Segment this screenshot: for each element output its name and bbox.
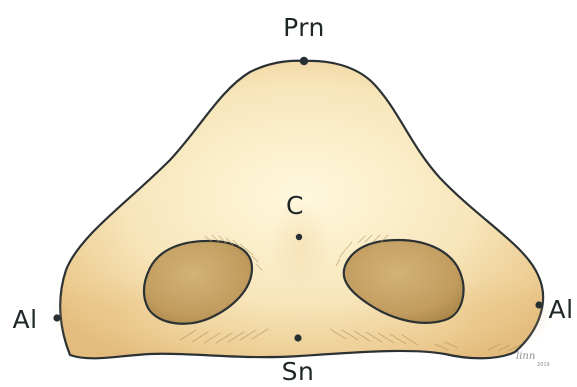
landmark-dot-al-left [53, 314, 60, 321]
landmark-dot-prn [300, 57, 308, 65]
label-al-right: Al [548, 295, 573, 324]
landmark-dot-al-right [535, 301, 542, 308]
artist-signature-year: 2019 [537, 362, 550, 368]
label-al-left: Al [12, 305, 37, 334]
label-c: C [286, 191, 304, 220]
landmark-dot-c [296, 234, 302, 240]
landmark-dot-sn [294, 334, 301, 341]
label-prn: Prn [283, 13, 325, 42]
artist-signature: linn [516, 351, 535, 362]
label-sn: Sn [282, 357, 315, 386]
